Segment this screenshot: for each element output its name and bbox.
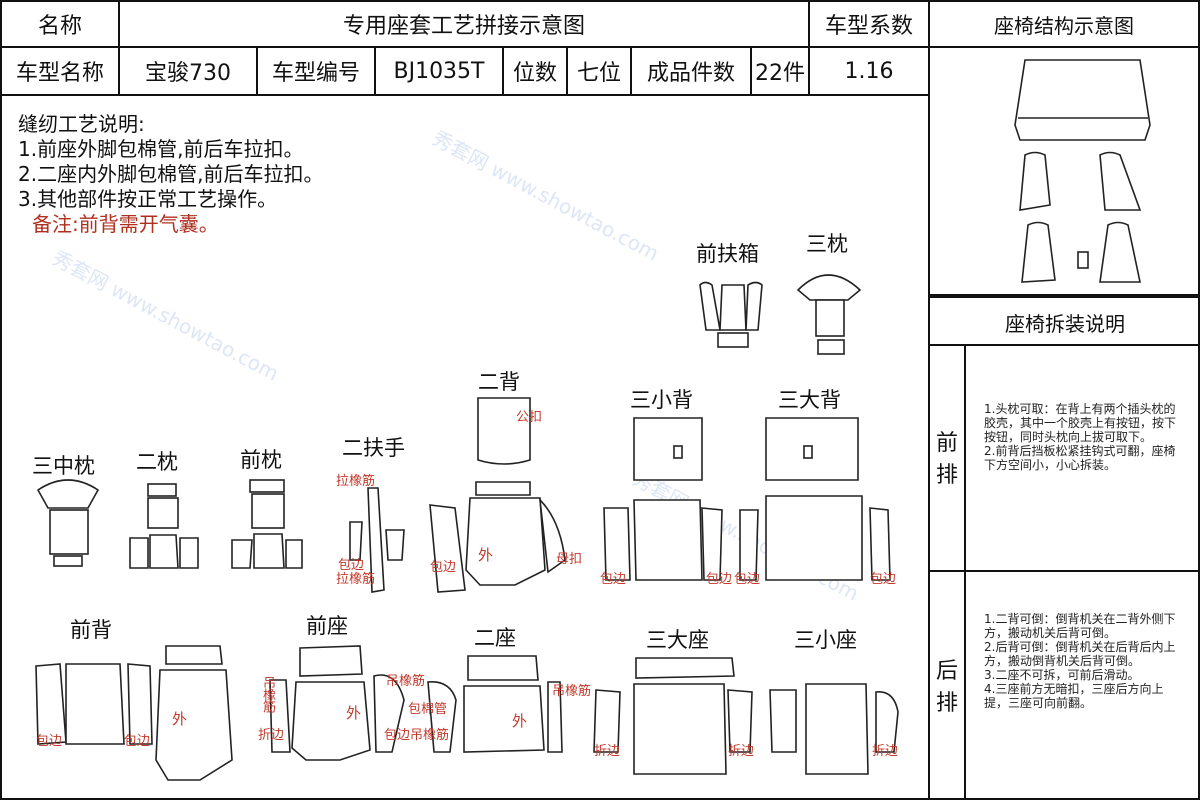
mark-zhebian-big-seat-r: 折边: [728, 744, 755, 759]
rear-row-rules: 1.二背可倒：倒背机关在二背外侧下方，搬动机关后背可倒。 2.后背可倒：倒背机关…: [984, 612, 1176, 710]
label-second-armrest: 二扶手: [342, 436, 405, 460]
model-name: 宝骏730: [120, 48, 258, 96]
mark-wai-front-back: 外: [172, 710, 188, 728]
seats-label: 位数: [504, 48, 568, 96]
third-mid-pillow-pieces: [36, 479, 100, 567]
third-big-back-pieces: [765, 417, 891, 581]
coef-value: 1.16: [810, 48, 930, 96]
disassembly-title: 座椅拆装说明: [1005, 312, 1125, 336]
label-front-seat: 前座: [306, 614, 348, 638]
mark-baobian-small-back: 包边: [600, 572, 627, 587]
label-third-small-back: 三小背: [630, 388, 693, 412]
third-small-back-pieces: [603, 417, 759, 581]
label-front-armbox: 前扶箱: [696, 242, 759, 266]
mark-wai-front-seat: 外: [346, 704, 362, 722]
mark-zhebian-big-seat-l: 折边: [594, 744, 621, 759]
label-third-big-back: 三大背: [778, 388, 841, 412]
coef-label: 车型系数: [810, 0, 930, 48]
mark-baobian-diaoxiang: 包边吊橡筋: [384, 728, 450, 743]
mark-mukou: 母扣: [556, 552, 583, 567]
rear-row-label: 后排: [935, 659, 958, 716]
label-second-back: 二背: [478, 370, 520, 394]
seat-structure-thumbnails: [1014, 59, 1151, 283]
name-label: 名称: [0, 0, 120, 48]
label-third-small-seat: 三小座: [794, 628, 857, 652]
mark-baomianguan: 包棉管: [408, 702, 448, 717]
front-pillow-pieces: [231, 479, 303, 569]
third-small-seat-pieces: [769, 683, 899, 775]
pieces-value: 22件: [752, 48, 810, 96]
second-seat-pieces: [463, 655, 563, 753]
pieces-label: 成品件数: [632, 48, 752, 96]
mark-baobian-big-back: 包边: [870, 572, 897, 587]
mark-wai-second-seat: 外: [512, 712, 528, 730]
label-front-back: 前背: [70, 618, 112, 642]
page-title: 专用座套工艺拼接示意图: [120, 0, 810, 48]
mark-baobian-mid-1: 包边: [706, 572, 733, 587]
model-no-label: 车型编号: [258, 48, 376, 96]
mark-zhebian-front-seat: 折边: [258, 728, 285, 743]
mark-baobian-mid-2: 包边: [734, 572, 761, 587]
disassembly-panel: [930, 296, 1200, 800]
label-third-mid-pillow: 三中枕: [32, 454, 95, 478]
mark-diaoxiangjin-second-seat: 吊橡筋: [552, 684, 592, 699]
notes-heading: 缝纫工艺说明:: [18, 112, 145, 136]
notes-line-1: 1.前座外脚包棉管,前后车拉扣。: [18, 137, 304, 161]
mark-zhebian-small-seat: 折边: [872, 744, 899, 759]
front-row-label: 前排: [935, 431, 958, 488]
front-back-pieces: [35, 645, 233, 781]
notes-line-3: 3.其他部件按正常工艺操作。: [18, 187, 278, 211]
mark-gongkou: 公扣: [516, 410, 543, 425]
mark-baobian-front-back-r: 包边: [124, 734, 151, 749]
front-seat-pieces: [269, 645, 457, 761]
mark-baobian-front-back-l: 包边: [36, 734, 63, 749]
mark-baobian-armrest: 包边: [338, 558, 365, 573]
structure-title: 座椅结构示意图: [930, 0, 1200, 48]
front-armbox-pieces: [699, 281, 763, 348]
label-third-big-seat: 三大座: [646, 628, 709, 652]
seats-value: 七位: [568, 48, 632, 96]
third-big-seat-pieces: [593, 657, 753, 775]
mark-laxiangjin-top: 拉橡筋: [336, 474, 376, 489]
structure-panel: [930, 48, 1200, 296]
front-row-rules: 1.头枕可取：在背上有两个插头枕的胶壳，其中一个胶壳上有按钮，按下按钮，同时头枕…: [984, 402, 1177, 472]
label-third-pillow: 三枕: [806, 232, 848, 256]
second-pillow-pieces: [129, 483, 199, 569]
mark-baobian-second-back: 包边: [430, 560, 457, 575]
main-panel: [0, 96, 930, 800]
third-pillow-pieces: [796, 274, 862, 355]
label-second-seat: 二座: [474, 626, 516, 650]
label-second-pillow: 二枕: [136, 450, 178, 474]
notes-remark: 备注:前背需开气囊。: [32, 212, 219, 236]
label-front-pillow: 前枕: [240, 448, 282, 472]
mark-diaoxiangjin-front-seat: 吊橡筋: [260, 676, 275, 712]
sewing-notes: 缝纫工艺说明: 1.前座外脚包棉管,前后车拉扣。 2.二座内外脚包棉管,前后车拉…: [18, 112, 323, 237]
second-armrest-pieces: [349, 487, 405, 593]
mark-laxiangjin-bottom: 拉橡筋: [336, 572, 376, 587]
mark-wai-second-back: 外: [478, 546, 494, 564]
notes-line-2: 2.二座内外脚包棉管,前后车拉扣。: [18, 162, 324, 186]
model-no: BJ1035T: [376, 48, 504, 96]
model-name-label: 车型名称: [0, 48, 120, 96]
second-back-pieces: [429, 397, 566, 593]
mark-diaoxiangjin-side: 吊橡筋: [386, 674, 426, 689]
